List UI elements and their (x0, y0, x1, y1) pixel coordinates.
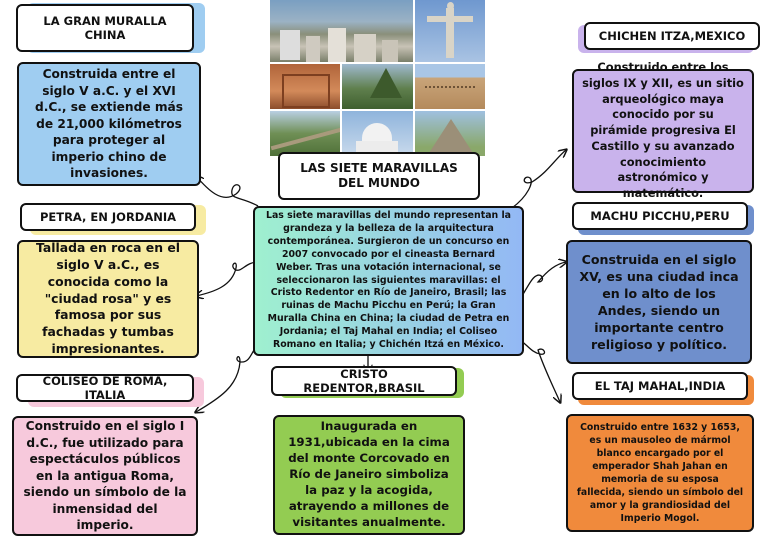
cristo-text: Inaugurada en 1931,ubicada en la cima de… (283, 419, 455, 530)
machu-description: Construida en el siglo XV, es una ciudad… (566, 240, 752, 364)
taj-description: Construido entre 1632 y 1653, es un maus… (566, 414, 754, 532)
chichen-text: Construido entre los siglos IX y XII, es… (582, 60, 744, 202)
muralla-description: Construida entre el siglo V a.C. y el XV… (17, 62, 201, 186)
chichen-description: Construido entre los siglos IX y XII, es… (572, 69, 754, 193)
taj-text: Construido entre 1632 y 1653, es un maus… (576, 421, 744, 525)
machu-title: MACHU PICCHU,PERU (572, 202, 748, 230)
center-title: LAS SIETE MARAVILLAS DEL MUNDO (278, 152, 480, 200)
petra-title: PETRA, EN JORDANIA (20, 203, 196, 231)
machu-text: Construida en el siglo XV, es una ciudad… (576, 251, 742, 353)
chichen-title: CHICHEN ITZA,MEXICO (584, 22, 760, 50)
petra-text: Tallada en roca en el siglo V a.C., es c… (27, 240, 189, 357)
coliseo-text: Construido en el siglo I d.C., fue utili… (22, 418, 188, 533)
muralla-text: Construida entre el siglo V a.C. y el XV… (27, 66, 191, 181)
cristo-title: CRISTO REDENTOR,BRASIL (271, 366, 457, 396)
center-description-text: Las siete maravillas del mundo represent… (263, 210, 514, 353)
coliseo-title: COLISEO DE ROMA, ITALIA (16, 374, 194, 402)
cristo-description: Inaugurada en 1931,ubicada en la cima de… (273, 415, 465, 535)
coliseo-description: Construido en el siglo I d.C., fue utili… (12, 416, 198, 536)
center-description: Las siete maravillas del mundo represent… (253, 206, 524, 356)
petra-description: Tallada en roca en el siglo V a.C., es c… (17, 240, 199, 358)
taj-title: EL TAJ MAHAL,INDIA (572, 372, 748, 400)
muralla-title: LA GRAN MURALLA CHINA (16, 4, 194, 52)
